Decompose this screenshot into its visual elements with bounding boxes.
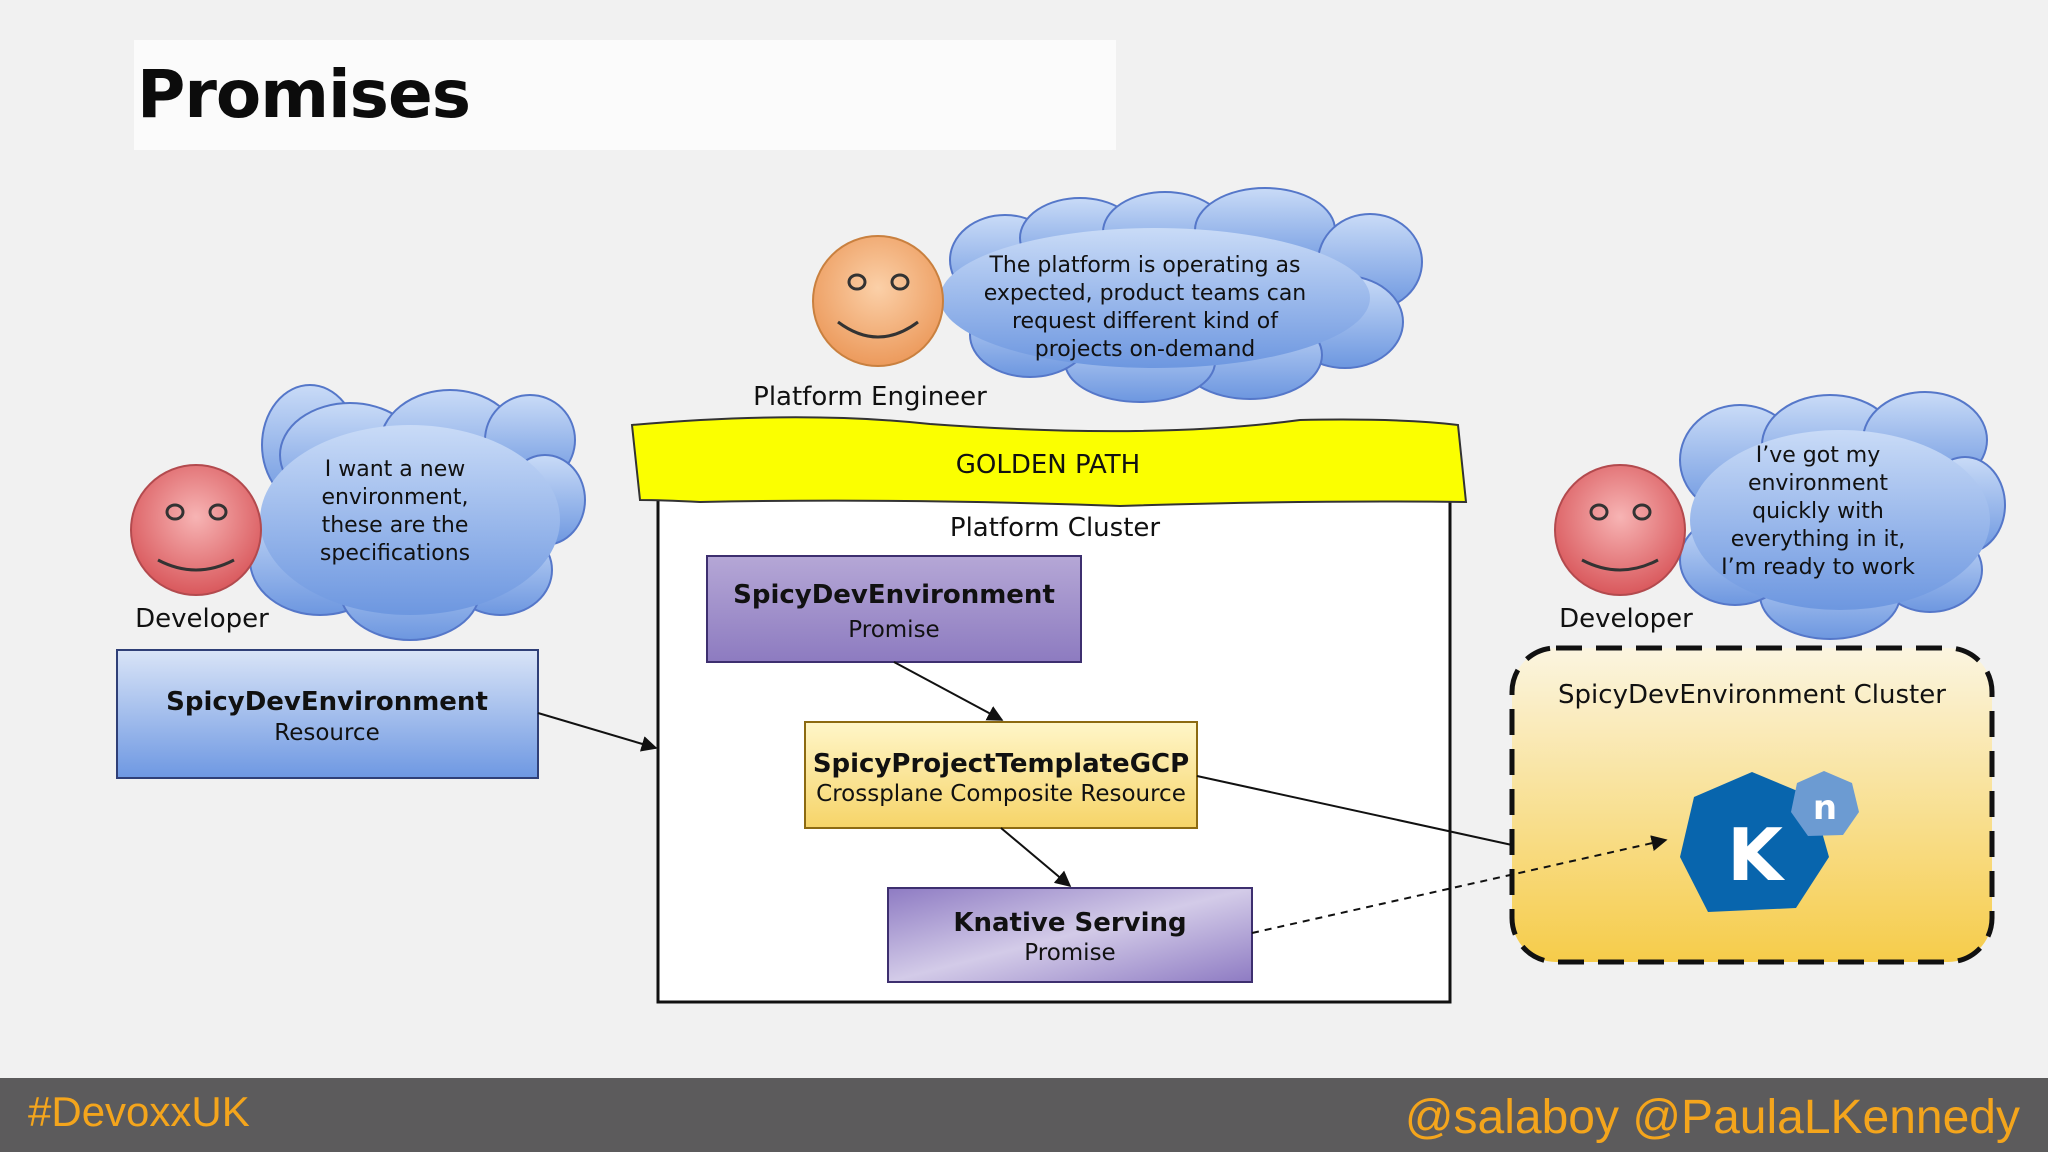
developer-right-bubble-line: I’ve got my: [1756, 443, 1881, 468]
developer-right-bubble-line: quickly with: [1752, 499, 1884, 524]
platform-engineer-bubble-line: request different kind of: [1012, 309, 1279, 334]
knative-logo-icon: K n: [1680, 771, 1859, 912]
platform-engineer-happy-face-icon: [812, 235, 944, 367]
resource-box-name: SpicyDevEnvironment: [166, 687, 488, 717]
resource-box-kind: Resource: [274, 720, 379, 746]
knative-box-kind: Promise: [1024, 940, 1115, 966]
developer-left-label: Developer: [135, 604, 269, 634]
promise-box-name: SpicyDevEnvironment: [733, 580, 1055, 610]
developer-left-bubble-line: I want a new: [325, 457, 465, 482]
developer-left-bubble-line: specifications: [320, 541, 470, 566]
promise-box-kind: Promise: [848, 617, 939, 643]
developer-left-thought-bubble: I want a new environment, these are the …: [249, 384, 586, 641]
footer-bar: [0, 1078, 2048, 1152]
developer-right-bubble-line: I’m ready to work: [1721, 555, 1915, 580]
developer-right-label: Developer: [1559, 604, 1693, 634]
dev-environment-cluster-label: SpicyDevEnvironment Cluster: [1558, 680, 1946, 710]
promise-box: [706, 555, 1082, 663]
connector-resource-to-cluster: [537, 712, 658, 752]
platform-engineer-label: Platform Engineer: [753, 382, 987, 412]
footer-handles: @salaboy @PaulaLKennedy: [1404, 1091, 2020, 1144]
developer-left-bubble-line: these are the: [322, 513, 469, 538]
knative-logo-badge: n: [1813, 788, 1837, 828]
connector-promise-to-composite: [893, 661, 1004, 721]
knative-serving-box: [887, 887, 1253, 983]
connector-composite-to-dev-cluster: [1196, 775, 1513, 846]
golden-path-label: GOLDEN PATH: [956, 450, 1140, 480]
developer-right-sad-face-icon: [1554, 464, 1686, 596]
platform-engineer-bubble-line: The platform is operating as: [988, 253, 1300, 278]
platform-engineer-bubble-line: projects on-demand: [1035, 337, 1255, 362]
developer-left-bubble-line: environment,: [321, 485, 468, 510]
connector-knative-to-logo: [1251, 835, 1668, 934]
platform-engineer-thought-bubble: The platform is operating as expected, p…: [940, 187, 1423, 403]
resource-box: [116, 649, 539, 779]
footer-hashtag: #DevoxxUK: [28, 1088, 250, 1135]
platform-cluster-label: Platform Cluster: [950, 513, 1161, 543]
developer-left-sad-face-icon: [130, 464, 262, 596]
connector-composite-to-knative: [1000, 827, 1072, 888]
developer-right-thought-bubble: I’ve got my environment quickly with eve…: [1679, 391, 2006, 640]
golden-path-banner: [630, 416, 1468, 508]
composite-box-kind: Crossplane Composite Resource: [816, 781, 1186, 807]
platform-engineer-bubble-line: expected, product teams can: [984, 281, 1307, 306]
slide-title: Promises: [137, 56, 471, 133]
title-banner: [134, 40, 1116, 150]
knative-logo-letter: K: [1727, 813, 1785, 897]
composite-box-name: SpicyProjectTemplateGCP: [813, 749, 1189, 779]
developer-right-bubble-line: everything in it,: [1731, 527, 1906, 552]
composite-resource-box: [804, 721, 1198, 829]
developer-right-bubble-line: environment: [1748, 471, 1888, 496]
knative-box-name: Knative Serving: [953, 908, 1186, 938]
